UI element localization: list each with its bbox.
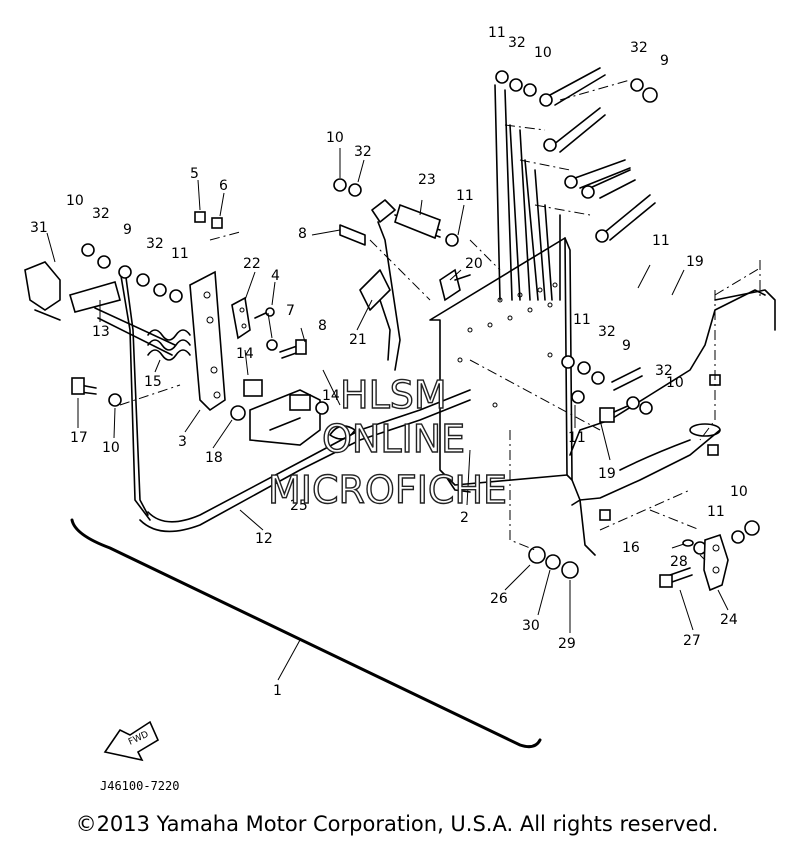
callout-11: 11: [573, 312, 591, 328]
callout-11: 11: [171, 246, 189, 262]
callout-12: 12: [255, 531, 273, 547]
callout-1: 1: [273, 683, 282, 699]
callout-16: 16: [622, 540, 640, 556]
watermark: HLSM ONLINE MICROFICHE: [267, 372, 507, 512]
callout-10: 10: [102, 440, 120, 456]
callout-24: 24: [720, 612, 738, 628]
part-1-outline: [70, 518, 542, 749]
callout-4: 4: [271, 268, 280, 284]
callout-9: 9: [660, 53, 669, 69]
callout-9: 9: [622, 338, 631, 354]
callout-20: 20: [465, 256, 483, 272]
callout-14: 14: [236, 346, 254, 362]
callout-13: 13: [92, 324, 110, 340]
callout-19: 19: [686, 254, 704, 270]
callout-29: 29: [558, 636, 576, 652]
control-box: [429, 237, 776, 556]
callout-10: 10: [66, 193, 84, 209]
callout-9: 9: [123, 222, 132, 238]
fwd-arrow: FWD: [103, 720, 160, 762]
watermark-line-2: ONLINE: [322, 417, 465, 461]
callout-18: 18: [205, 450, 223, 466]
drawing-code: J46100-7220: [100, 779, 179, 793]
bracket-20: [439, 268, 471, 302]
callout-8: 8: [318, 318, 327, 334]
callout-25: 25: [290, 498, 308, 514]
rod-assembly: [333, 178, 501, 371]
callout-8: 8: [298, 226, 307, 242]
callout-11: 11: [707, 504, 725, 520]
callout-32: 32: [354, 144, 372, 160]
callout-32: 32: [92, 206, 110, 222]
callout-26: 26: [490, 591, 508, 607]
callout-10: 10: [666, 375, 684, 391]
callout-11: 11: [488, 25, 506, 41]
callout-28: 28: [670, 554, 688, 570]
watermark-line-1: HLSM: [340, 373, 447, 417]
callout-11: 11: [652, 233, 670, 249]
lower-right-hardware: [469, 355, 760, 592]
callout-3: 3: [178, 434, 187, 450]
callout-10: 10: [534, 45, 552, 61]
callout-32: 32: [508, 35, 526, 51]
callout-31: 31: [30, 220, 48, 236]
control-cables: [494, 67, 656, 301]
callout-17: 17: [70, 430, 88, 446]
callout-23: 23: [418, 172, 436, 188]
callout-30: 30: [522, 618, 540, 634]
callouts: 11 32 10 32 9 10 32 23 11 8 5 6 10 32 31…: [30, 25, 748, 699]
callout-32: 32: [630, 40, 648, 56]
callout-7: 7: [286, 303, 295, 319]
watermark-line-3: MICROFICHE: [268, 468, 507, 512]
callout-32: 32: [598, 324, 616, 340]
callout-22: 22: [243, 256, 261, 272]
callout-10: 10: [730, 484, 748, 500]
callout-14: 14: [322, 388, 340, 404]
callout-6: 6: [219, 178, 228, 194]
callout-11: 11: [568, 430, 586, 446]
callout-2: 2: [460, 510, 469, 526]
top-right-hardware: [495, 70, 658, 103]
callout-19: 19: [598, 466, 616, 482]
callout-27: 27: [683, 633, 701, 649]
callout-15: 15: [144, 374, 162, 390]
callout-5: 5: [190, 166, 199, 182]
copyright-notice: ©2013 Yamaha Motor Corporation, U.S.A. A…: [75, 812, 719, 836]
callout-11: 11: [456, 188, 474, 204]
callout-21: 21: [349, 332, 367, 348]
callout-32: 32: [655, 363, 673, 379]
lever-assembly: [24, 211, 471, 533]
leader-lines: [46, 148, 729, 681]
callout-32: 32: [146, 236, 164, 252]
callout-10: 10: [326, 130, 344, 146]
